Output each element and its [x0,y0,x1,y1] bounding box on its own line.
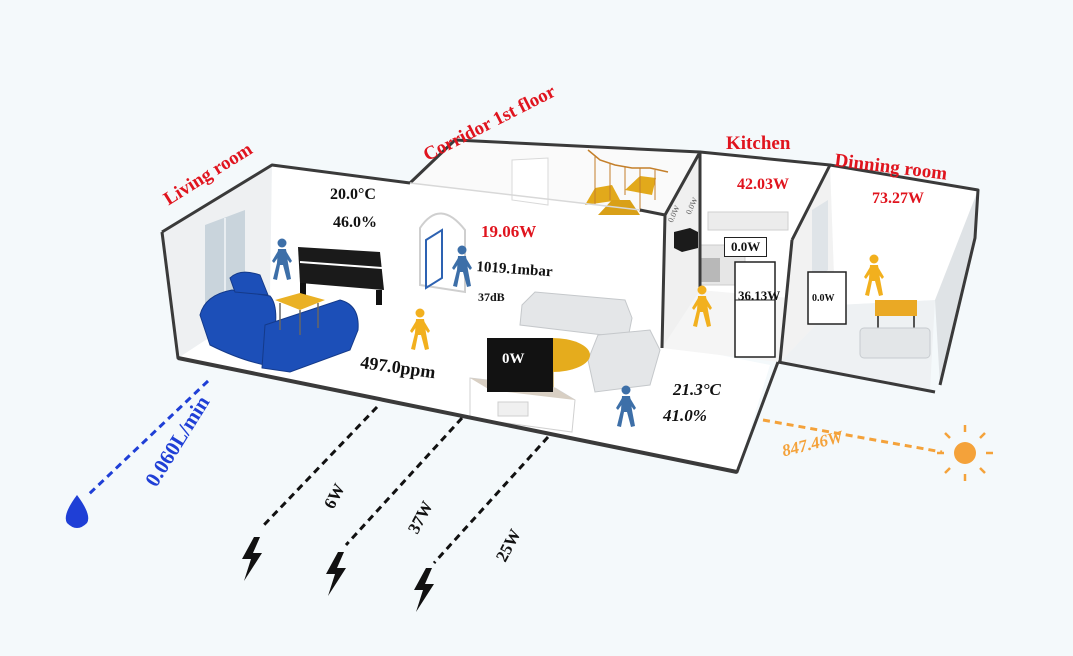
open-door [425,228,443,290]
corridor-door [511,157,549,206]
kitchen-cabinet [707,211,789,231]
front-humidity: 41.0% [663,406,707,425]
water-flow-line [86,379,210,497]
coffee-table [275,293,325,335]
dinning-window [812,200,828,282]
dining-bench [859,327,931,359]
corridor-power: 19.06W [481,222,537,241]
sun-icon [937,425,993,481]
dining-table [875,300,917,316]
tv [487,338,553,392]
dinning-appliance-power: 0.0W [812,293,835,304]
dinning-back-wall [830,165,978,305]
stove [700,258,720,282]
solar-flow-line [762,418,943,454]
room-title-kitchen: Kitchen [726,133,791,154]
blue-sofa [199,271,359,373]
piano [298,247,384,305]
dinning-appliance [807,271,847,325]
corridor-back-wall [410,140,700,215]
living-humidity: 46.0% [333,214,377,231]
living-temperature: 20.0°C [330,186,376,203]
fridge-power: 36.13W [738,288,781,303]
front-temperature: 21.3°C [673,380,721,399]
water-drop-icon [65,495,89,528]
lightning-icon [414,568,434,612]
coffee-machine [674,228,698,252]
circuit-lines [260,405,550,565]
fridge [734,261,776,358]
walls-outline [160,138,980,474]
lightning-icon [242,537,262,581]
kitchen-power: 42.03W [737,176,789,193]
noise-reading: 37dB [478,290,505,304]
dinning-right-shadow [935,190,978,385]
tv-power: 0W [502,351,525,367]
kitchen-appliance-power: 0.0W [724,237,768,257]
lightning-icon [326,552,346,596]
dinning-power: 73.27W [872,190,924,207]
staircase [585,149,669,215]
white-sofa [519,291,661,393]
